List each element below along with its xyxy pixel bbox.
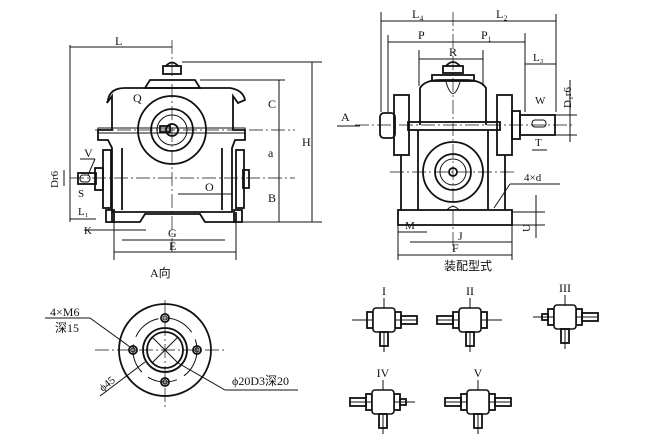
dim-J: J bbox=[458, 229, 463, 243]
dim-L: L bbox=[115, 34, 122, 48]
bore-spec: ϕ20D3深20 bbox=[232, 374, 289, 388]
dim-L3: L₃ bbox=[533, 52, 544, 64]
dim-L1: L₁ bbox=[78, 206, 89, 218]
dim-L2: L₂ bbox=[496, 7, 508, 21]
dim-G: G bbox=[168, 226, 177, 240]
dim-L4: L₄ bbox=[412, 7, 424, 21]
label-holes: 4×d bbox=[524, 172, 542, 184]
label-O: O bbox=[205, 180, 214, 194]
front-view: L₄ L₂ P P₁ R L₃ A W D₁r6 T 4×d U M J F 装… bbox=[337, 7, 577, 273]
assembly-type-2: II bbox=[436, 284, 502, 352]
dim-C: C bbox=[268, 97, 276, 111]
dim-Dr6: Dr6 bbox=[49, 170, 61, 188]
assembly-type-4: IV bbox=[349, 366, 415, 434]
dim-a: a bbox=[268, 146, 274, 160]
assembly-type-label: I bbox=[382, 284, 386, 298]
flange-view: 4×M6 深15 ϕ45 ϕ20D3深20 bbox=[45, 300, 298, 410]
side-view-caption: A向 bbox=[150, 265, 171, 280]
dim-D1r6: D₁r6 bbox=[562, 87, 574, 108]
label-V: V bbox=[84, 146, 93, 160]
arrow-A: A bbox=[341, 110, 350, 124]
bolt-circle-dia: ϕ45 bbox=[97, 374, 118, 394]
dim-E: E bbox=[169, 239, 176, 253]
dim-S: S bbox=[78, 188, 84, 200]
dim-M: M bbox=[405, 220, 415, 232]
dim-R: R bbox=[449, 45, 457, 59]
assembly-type-5: V bbox=[444, 366, 512, 434]
assembly-type-label: III bbox=[559, 281, 571, 295]
thread-depth: 深15 bbox=[55, 321, 79, 335]
assembly-caption: 装配型式 bbox=[444, 259, 492, 273]
side-view: L H C a B Q O V Dr6 S L₁ K G E A向 bbox=[49, 34, 322, 280]
dim-U: U bbox=[521, 224, 533, 232]
dim-P1: P₁ bbox=[481, 28, 492, 42]
assembly-type-3: III bbox=[533, 281, 599, 349]
dim-H: H bbox=[302, 135, 311, 149]
assembly-type-label: IV bbox=[377, 366, 390, 380]
dim-B: B bbox=[268, 191, 276, 205]
dim-F: F bbox=[452, 241, 459, 255]
assembly-type-label: V bbox=[474, 366, 483, 380]
thread-label: 4×M6 bbox=[50, 305, 79, 319]
assembly-type-1: I bbox=[352, 284, 418, 352]
dim-T: T bbox=[535, 137, 542, 149]
label-Q: Q bbox=[133, 91, 142, 105]
bolt-holes bbox=[128, 313, 202, 387]
assembly-type-label: II bbox=[466, 284, 474, 298]
dim-P: P bbox=[418, 28, 425, 42]
dim-K: K bbox=[84, 225, 92, 237]
label-W: W bbox=[535, 95, 546, 107]
